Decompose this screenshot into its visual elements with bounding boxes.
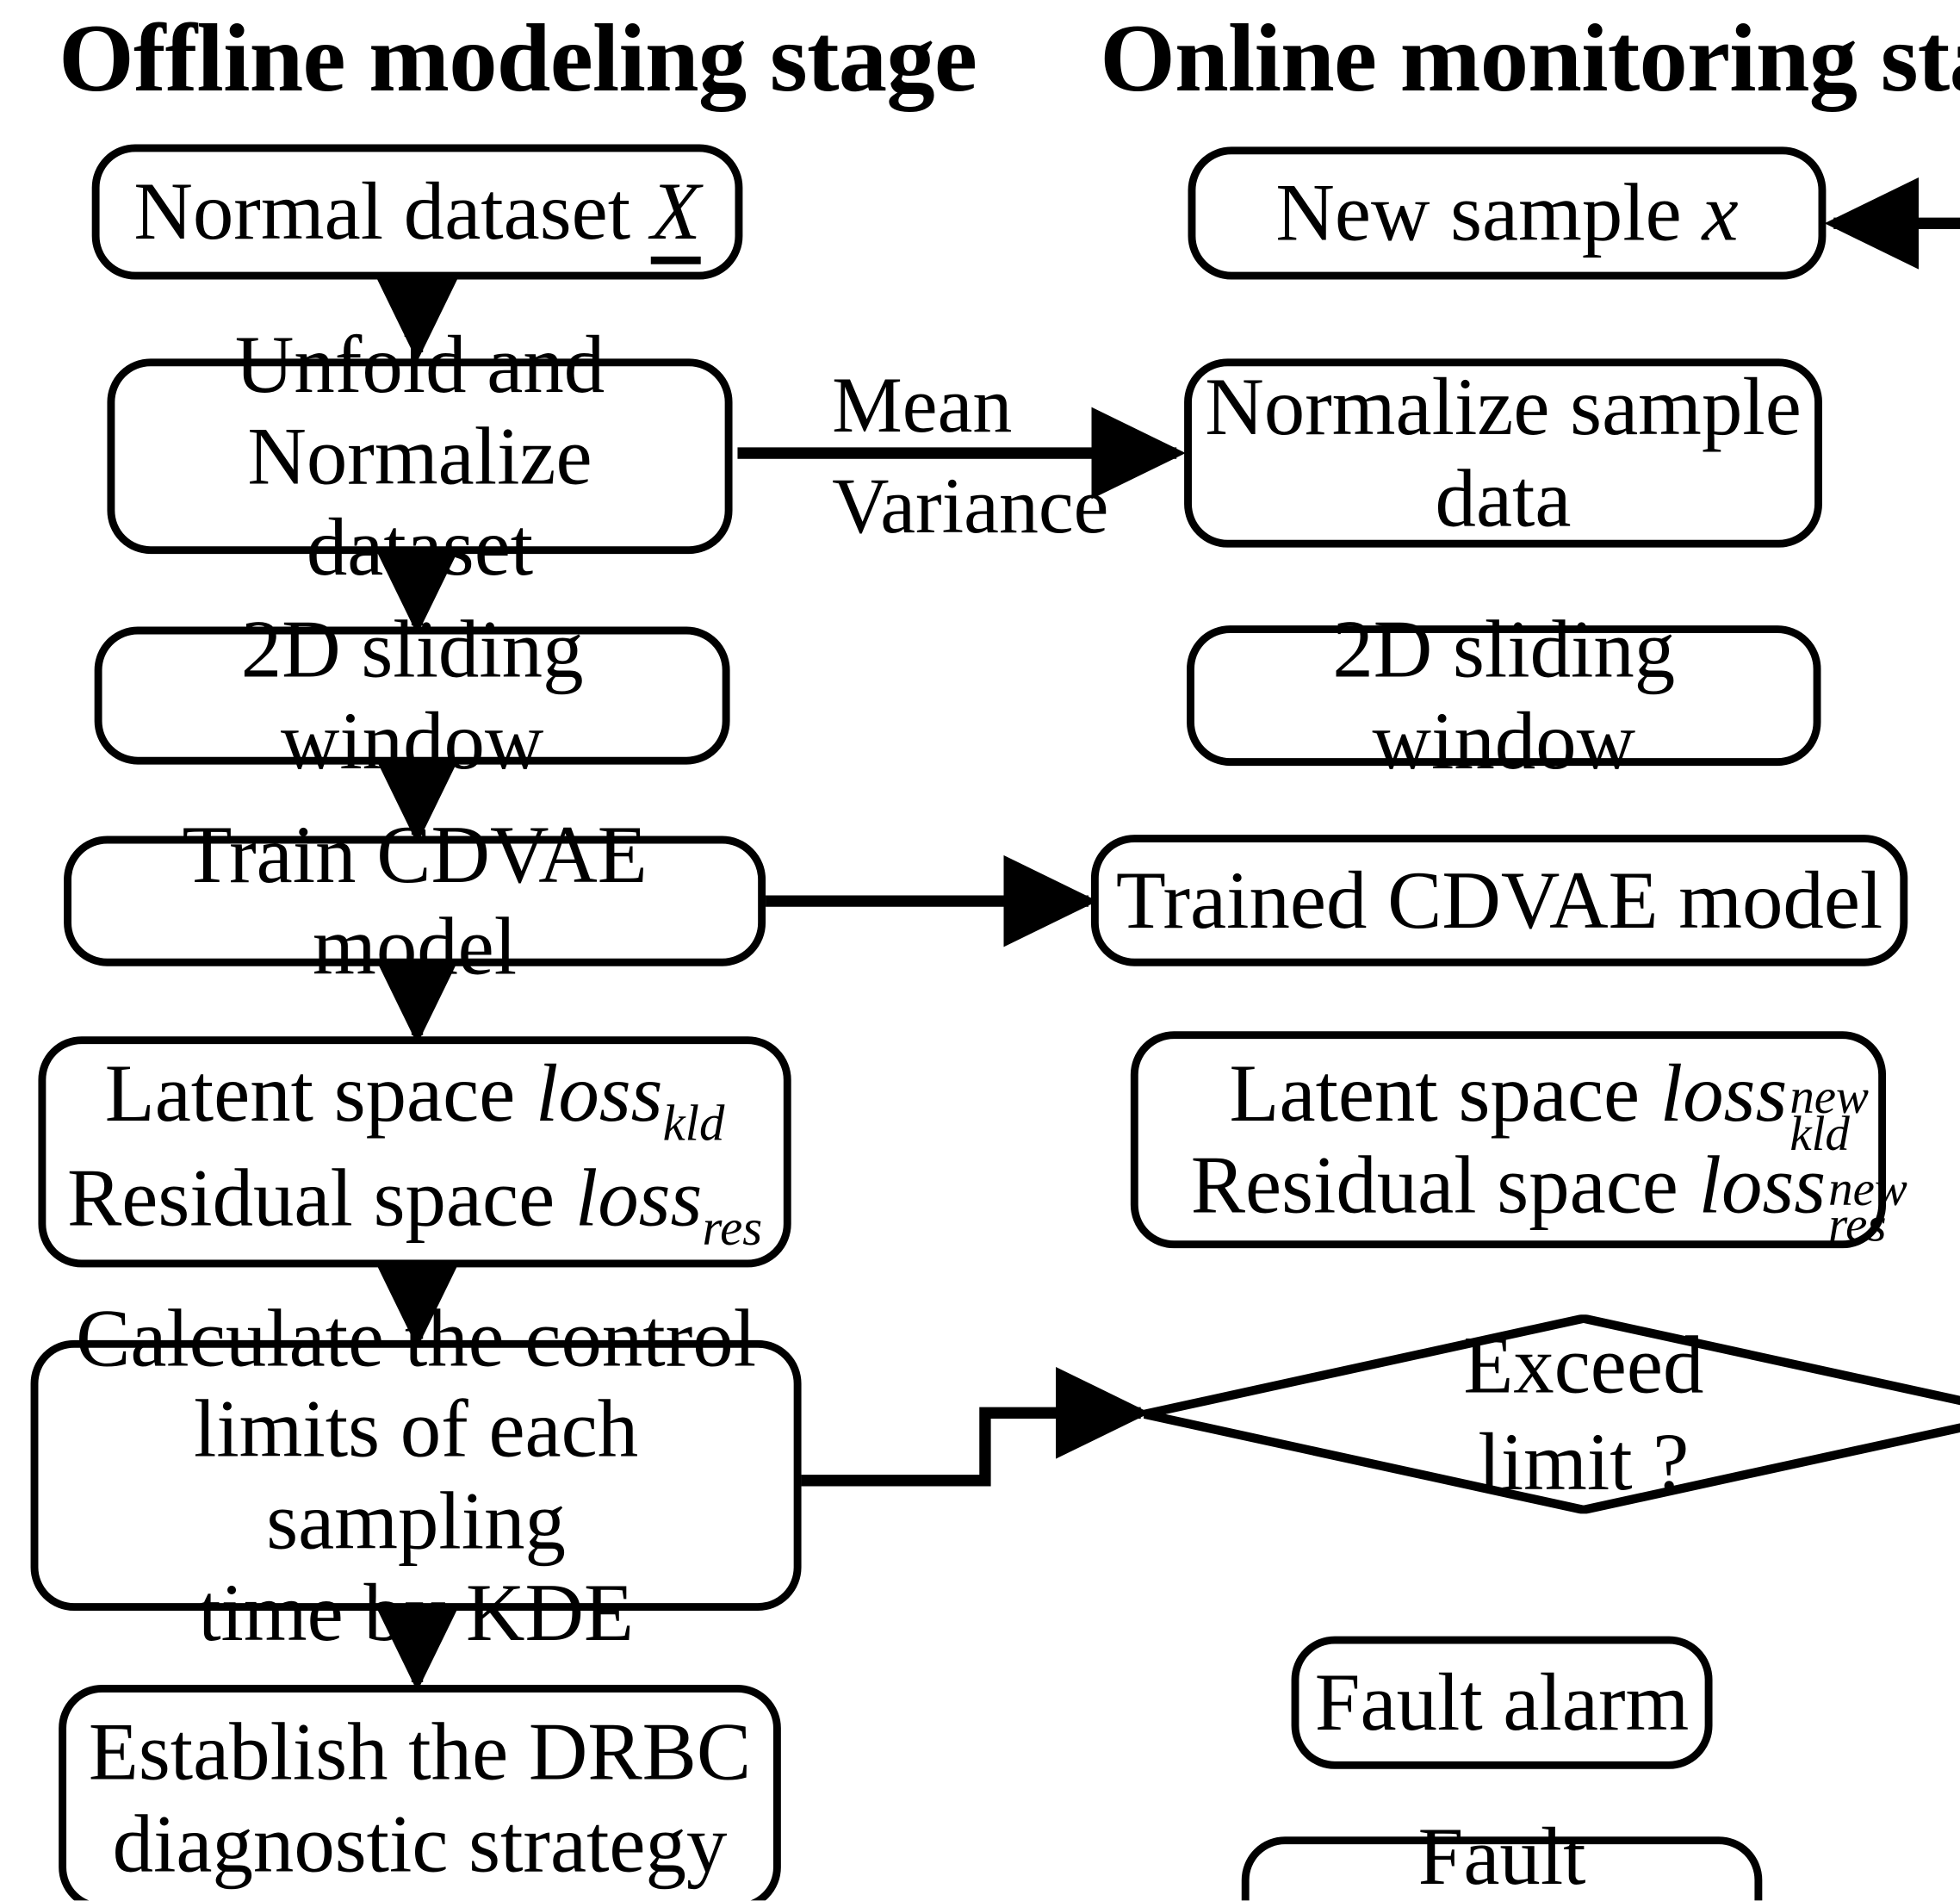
loss-res-new-symbol: loss [1698, 1140, 1827, 1231]
decision-line-1: Exceed [1463, 1320, 1704, 1412]
edge-label-variance: Variance [832, 463, 1109, 550]
node-2d-sliding-window-online[interactable]: 2D sliding window [1187, 604, 1821, 786]
latent-space-new-label: Latent space [1229, 1048, 1641, 1140]
node-trained-cdvae[interactable]: Trained CDVAE model [1090, 835, 1908, 966]
node-establish-drbc[interactable]: Establish the DRBC diagnostic strategy [59, 1684, 781, 1901]
fault-diagnosis-label: Fault diagnosis [1417, 1811, 1586, 1901]
new-sample-label: New sample [1275, 167, 1682, 258]
kde-line-1: Calculate the control [76, 1292, 757, 1383]
loss-kld-symbol: loss [535, 1047, 663, 1139]
node-normal-dataset[interactable]: Normal dataset X [91, 144, 743, 280]
unfold-line-2: Normalize dataset [247, 410, 592, 593]
normalize-sample-line-1: Normalize sample [1205, 361, 1802, 453]
kde-line-2: limits of each sampling [193, 1383, 639, 1567]
drbc-line-1: Establish the DRBC [88, 1705, 752, 1798]
node-normal-dataset-label: Normal dataset [133, 165, 631, 258]
new-sample-variable: x [1702, 167, 1739, 258]
online-stage-title: Online monitoring stage [1100, 4, 1960, 113]
loss-kld-new-subscript: kld [1789, 1107, 1850, 1161]
node-offline-losses[interactable]: Latent space losskld Residual space loss… [38, 1036, 791, 1268]
node-unfold-normalize[interactable]: Unfold and Normalize dataset [107, 319, 733, 593]
edge-label-mean: Mean [832, 362, 1013, 450]
node-calculate-control-limits[interactable]: Calculate the control limits of each sam… [30, 1293, 802, 1657]
fault-alarm-label: Fault alarm [1314, 1656, 1690, 1748]
edge-kde-to-decision [801, 1366, 1151, 1487]
sliding-window-offline-label: 2D sliding window [240, 604, 584, 786]
loss-res-symbol: loss [574, 1152, 703, 1243]
offline-stage-title: Offline modeling stage [59, 4, 977, 113]
decision-diamond-shape [1144, 1314, 1960, 1514]
decision-line-2: limit ? [1478, 1416, 1690, 1507]
trained-cdvae-label: Trained CDVAE model [1115, 854, 1883, 946]
residual-space-new-label: Residual space [1190, 1140, 1678, 1231]
node-fault-alarm[interactable]: Fault alarm [1291, 1636, 1713, 1769]
train-cdvae-label: Train CDVAE model [182, 809, 648, 992]
drbc-line-2: diagnostic strategy [112, 1798, 728, 1889]
loss-res-new-superscript: new [1828, 1162, 1907, 1216]
normalize-sample-line-2: data [1435, 453, 1572, 544]
residual-space-label: Residual space [67, 1152, 555, 1243]
loss-res-new-subscript: res [1828, 1198, 1887, 1252]
node-fault-diagnosis[interactable]: Fault diagnosis [1241, 1811, 1763, 1901]
node-new-sample[interactable]: New sample x [1188, 146, 1827, 280]
sliding-window-online-label: 2D sliding window [1332, 604, 1676, 786]
loss-kld-new-superscript: new [1789, 1071, 1869, 1125]
node-2d-sliding-window-offline[interactable]: 2D sliding window [94, 604, 730, 786]
kde-line-3: time by KDE [198, 1567, 634, 1658]
latent-space-label: Latent space [104, 1047, 516, 1139]
node-decision-exceed-limit[interactable]: Exceed limit ? [1141, 1314, 1960, 1514]
unfold-line-1: Unfold and [234, 319, 605, 410]
node-train-cdvae[interactable]: Train CDVAE model [64, 810, 766, 991]
loss-kld-subscript: kld [662, 1095, 725, 1152]
loss-kld-new-symbol: loss [1659, 1048, 1788, 1140]
node-normalize-sample-data[interactable]: Normalize sample data [1184, 358, 1822, 548]
normal-dataset-variable: X [650, 165, 701, 258]
loss-res-subscript: res [702, 1199, 763, 1256]
